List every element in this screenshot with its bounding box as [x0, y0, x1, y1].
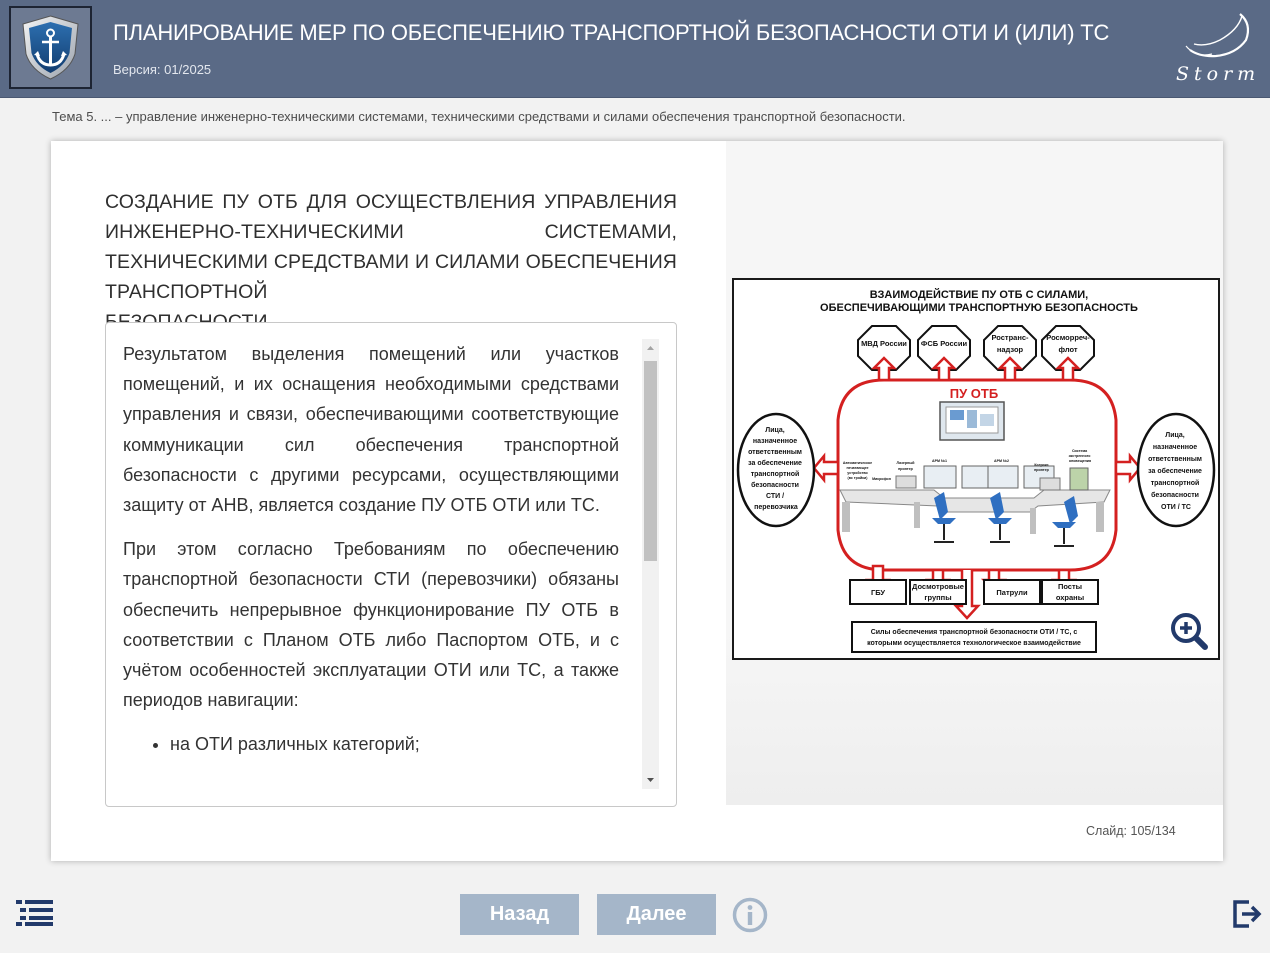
paragraph: Результатом выделения помещений или учас… — [123, 344, 619, 516]
back-button[interactable]: Назад — [460, 894, 579, 935]
scroll-up-arrow-icon[interactable] — [642, 339, 659, 357]
paragraph: При этом согласно Требованиям по обеспеч… — [123, 539, 619, 711]
svg-text:МВД России: МВД России — [861, 339, 907, 348]
agency-rostransnadzor: Ространс- надзор — [983, 325, 1037, 371]
svg-text:Росморреч-: Росморреч- — [1046, 333, 1090, 342]
svg-text:флот: флот — [1058, 345, 1077, 354]
unit-guard-posts: Посты охраны — [1041, 579, 1099, 605]
vertical-scrollbar[interactable] — [642, 339, 659, 789]
slide-heading-main: СОЗДАНИЕ ПУ ОТБ ДЛЯ ОСУЩЕСТВЛЕНИЯ УПРАВЛ… — [105, 191, 677, 303]
left-responsible-oval: Лица, назначенное ответственным за обесп… — [736, 412, 816, 528]
diagram-footer-box: Силы обеспечения транспортной безопаснос… — [851, 621, 1097, 653]
text-content: Результатом выделения помещений или учас… — [123, 339, 619, 759]
svg-text:группы: группы — [924, 593, 951, 602]
slide-heading: СОЗДАНИЕ ПУ ОТБ ДЛЯ ОСУЩЕСТВЛЕНИЯ УПРАВЛ… — [105, 187, 677, 337]
svg-text:Автоматическое печатаю: Автоматическое печатающее устройство (вс… — [843, 449, 1092, 481]
course-title: ПЛАНИРОВАНИЕ МЕР ПО ОБЕСПЕЧЕНИЮ ТРАНСПОР… — [113, 20, 1110, 45]
unit-inspection-groups: Досмотровые группы — [909, 579, 967, 605]
agency-fsb: ФСБ России — [917, 325, 971, 371]
svg-text:охраны: охраны — [1056, 593, 1084, 602]
svg-text:Патрули: Патрули — [996, 588, 1028, 597]
diagram-center-label: ПУ ОТБ — [950, 386, 998, 401]
header-bar: ПЛАНИРОВАНИЕ МЕР ПО ОБЕСПЕЧЕНИЮ ТРАНСПОР… — [0, 0, 1270, 98]
menu-list-icon[interactable] — [16, 899, 54, 927]
svg-text:которыми осуществляется технол: которыми осуществляется технологическое … — [867, 639, 1081, 647]
storm-logo: Storm — [1172, 10, 1264, 88]
bullet-list: на ОТИ различных категорий; — [170, 729, 619, 759]
unit-patrols: Патрули — [983, 579, 1041, 605]
workstation-illustration — [839, 465, 1111, 547]
interaction-diagram[interactable]: ВЗАИМОДЕЙСТВИЕ ПУ ОТБ С СИЛАМИ, ОБЕСПЕЧИ… — [732, 278, 1220, 660]
svg-text:Лица, назначенное: Лица, назначенное ответственным за обесп… — [748, 427, 804, 511]
svg-text:Посты: Посты — [1058, 582, 1082, 591]
agency-rosmorrechflot: Росморреч- флот — [1041, 325, 1095, 371]
list-item: на ОТИ различных категорий; — [170, 729, 619, 759]
topic-breadcrumb: Тема 5. ... – управление инженерно-техни… — [52, 109, 906, 124]
next-button[interactable]: Далее — [597, 894, 716, 935]
slide-counter-value: 105/134 — [1130, 824, 1176, 838]
svg-text:Ространс-: Ространс- — [991, 333, 1029, 342]
right-responsible-oval: Лица, назначенное ответственным за обесп… — [1136, 412, 1216, 528]
svg-text:надзор: надзор — [997, 345, 1024, 354]
info-icon[interactable] — [732, 897, 768, 933]
slide-counter-label: Слайд: — [1086, 824, 1128, 838]
slide-counter: Слайд: 105/134 — [1086, 824, 1176, 838]
brand-text: Storm — [1176, 63, 1260, 85]
svg-text:Досмотровые: Досмотровые — [912, 582, 964, 591]
scrollable-text-box[interactable]: Результатом выделения помещений или учас… — [105, 322, 677, 807]
scrollbar-thumb[interactable] — [644, 361, 657, 561]
anchor-shield-icon — [22, 15, 79, 80]
slide-card: СОЗДАНИЕ ПУ ОТБ ДЛЯ ОСУЩЕСТВЛЕНИЯ УПРАВЛ… — [51, 141, 1223, 861]
exit-icon[interactable] — [1232, 899, 1262, 929]
svg-text:Лица, назначенное: Лица, назначенное ответственным за обесп… — [1148, 432, 1204, 511]
unit-gbu: ГБУ — [849, 579, 907, 605]
diagram-title-line1: ВЗАИМОДЕЙСТВИЕ ПУ ОТБ С СИЛАМИ, — [870, 288, 1089, 301]
svg-text:Силы обеспечения транспортной: Силы обеспечения транспортной безопаснос… — [871, 628, 1078, 636]
zoom-in-icon[interactable] — [1171, 613, 1208, 650]
svg-text:ГБУ: ГБУ — [871, 588, 885, 597]
svg-text:ФСБ России: ФСБ России — [921, 339, 968, 348]
agency-mvd: МВД России — [857, 325, 911, 371]
diagram-title-line2: ОБЕСПЕЧИВАЮЩИМИ ТРАНСПОРТНУЮ БЕЗОПАСНОСТ… — [820, 302, 1138, 314]
course-logo — [9, 6, 92, 89]
scroll-down-arrow-icon[interactable] — [642, 771, 659, 789]
course-version: Версия: 01/2025 — [113, 62, 212, 77]
